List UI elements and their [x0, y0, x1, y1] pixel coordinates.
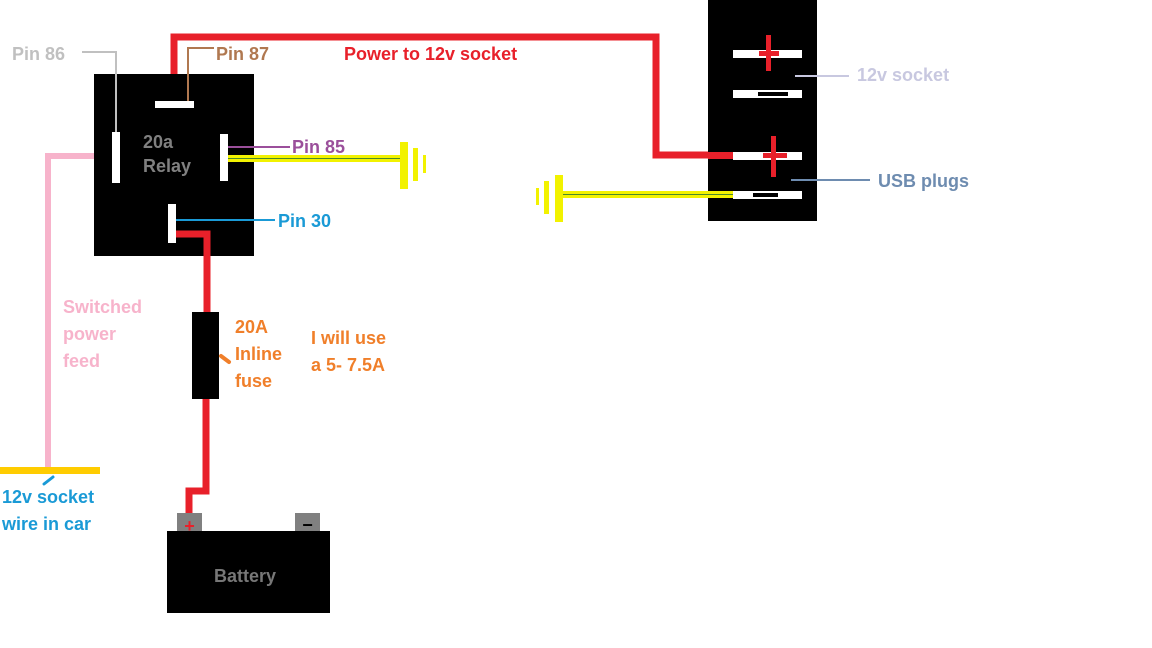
relay-label: Relay	[143, 156, 191, 176]
relay-label: 20a	[143, 132, 174, 152]
pin-85-label: Pin 85	[292, 137, 345, 157]
ground-icon	[536, 175, 563, 222]
battery-positive-terminal	[177, 513, 202, 536]
power-wire-end	[708, 152, 733, 159]
car-wire-pointer	[42, 475, 55, 486]
switched-feed-label: feed	[63, 351, 100, 371]
socket-panel	[708, 0, 817, 221]
battery-label: Battery	[214, 566, 276, 586]
usb-plugs-label: USB plugs	[878, 171, 969, 191]
socket-12v-label: 12v socket	[857, 65, 949, 85]
fuse-label: fuse	[235, 371, 272, 391]
switched-feed-label: power	[63, 324, 116, 344]
switched-power-feed-wire	[45, 153, 112, 470]
minus-icon	[753, 193, 778, 197]
pin-86-leader	[82, 51, 117, 132]
pin-30-label: Pin 30	[278, 211, 331, 231]
minus-icon: −	[302, 515, 313, 535]
fuse-label: 20A	[235, 317, 268, 337]
battery-body	[167, 531, 330, 613]
pin-86-label: Pin 86	[12, 44, 65, 64]
power-to-socket-label: Power to 12v socket	[344, 44, 517, 64]
switched-feed-label: Switched	[63, 297, 142, 317]
battery-negative-terminal	[295, 513, 320, 536]
ground-icon	[400, 142, 426, 189]
fuse-label: Inline	[235, 344, 282, 364]
plus-icon	[759, 35, 779, 71]
pin-87-terminal	[155, 101, 194, 108]
pin-30-terminal	[168, 204, 176, 243]
pin-87-label: Pin 87	[216, 44, 269, 64]
car-wire-label: wire in car	[1, 514, 91, 534]
inline-fuse	[192, 312, 219, 399]
pin-85-terminal	[220, 134, 228, 181]
battery-power-wire	[176, 230, 211, 314]
car-wire-label: 12v socket	[2, 487, 94, 507]
plus-icon: +	[184, 516, 195, 536]
pin-86-terminal	[112, 132, 120, 183]
fuse-note: I will use	[311, 328, 386, 348]
car-socket-wire	[0, 467, 100, 474]
power-wire-to-socket	[170, 33, 735, 159]
pin-87-leader	[187, 47, 214, 101]
fuse-pointer	[219, 354, 231, 364]
plus-icon	[763, 136, 787, 177]
minus-icon	[758, 92, 788, 96]
fuse-note: a 5- 7.5A	[311, 355, 385, 375]
battery-power-wire	[185, 396, 210, 515]
